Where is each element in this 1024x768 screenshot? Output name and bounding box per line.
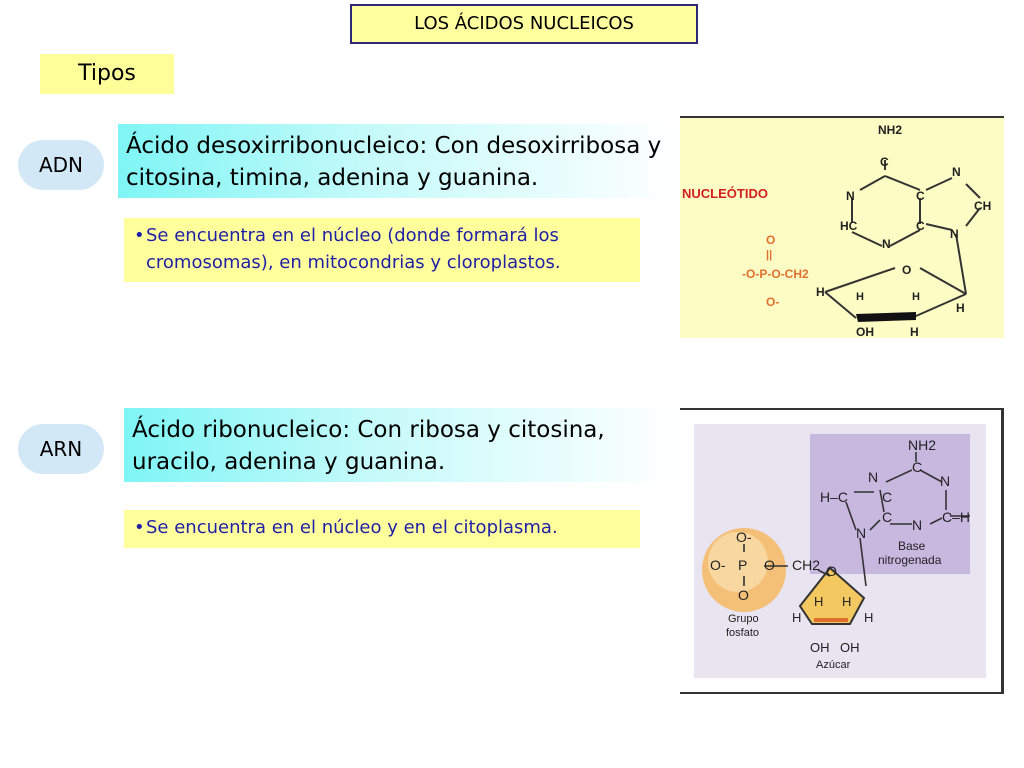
atom-h: H [912,291,920,303]
atom-c: C [880,155,889,169]
section-label-tipos: Tipos [40,54,174,94]
atom-oh: OH [840,640,860,655]
atom-h: H [842,594,851,609]
atom-o: O [902,263,911,277]
label-arn: ARN [18,424,104,474]
atom-n: N [952,165,961,179]
atom-o-minus: O- [766,295,779,309]
atom-h: H [816,285,825,299]
page-title: LOS ÁCIDOS NUCLEICOS [350,4,698,44]
atom-c: C [916,219,925,233]
atom-oh: OH [856,325,874,338]
figure-nucleotide-rna: NH2 C N N H–C C C–H C N N Base nitrogena… [680,408,1004,694]
atom-n: N [846,189,855,203]
atom-nh2: NH2 [908,437,936,453]
atom-h: H [864,610,873,625]
nucleotide-diagram: NUCLEÓTIDO NH2 C N C N CH HC C N N O O |… [682,123,991,339]
atom-o: O [764,557,775,573]
atom-o-minus: O- [736,529,752,545]
label-adn: ADN [18,140,104,190]
atom-h: H [910,325,919,338]
phosphate-group: -O-P-O-CH2 [742,267,809,281]
note-adn: • Se encuentra en el núcleo (donde forma… [124,218,640,282]
atom-o: O [738,587,749,603]
atom-n: N [950,227,959,241]
atom-c: C [912,459,922,475]
atom-ch: C–H [942,509,970,525]
atom-o: O [826,563,837,579]
atom-ch2: CH2 [792,557,820,573]
note-arn-text: Se encuentra en el núcleo y en el citopl… [146,517,558,538]
atom-nh2: NH2 [878,123,902,137]
atom-h: H [814,594,823,609]
figure-nucleotide-dna: NUCLEÓTIDO NH2 C N C N CH HC C N N O O |… [680,116,1004,339]
atom-c: C [916,189,925,203]
nucleotide-caption: NUCLEÓTIDO [682,186,768,201]
double-bond-mark: || [766,249,772,261]
note-adn-text: Se encuentra en el núcleo (donde formará… [146,225,561,273]
atom-n: N [912,517,922,533]
base-label-line1: Base [898,539,926,553]
atom-h: H [856,291,864,303]
phosphate-label-line2: fosfato [726,627,759,639]
atom-c: C [882,509,892,525]
atom-h: H [956,301,965,315]
bullet-icon: • [134,225,145,246]
atom-o-top: O [766,233,775,247]
definition-adn: Ácido desoxirribonucleico: Con desoxirri… [118,124,678,198]
phosphate-label-line1: Grupo [728,613,759,625]
atom-hc: H–C [820,489,848,505]
sugar-label: Azúcar [816,659,851,671]
atom-o-minus: O- [710,557,726,573]
note-arn: • Se encuentra en el núcleo y en el cito… [124,510,640,548]
base-label-line2: nitrogenada [878,553,942,567]
atom-n: N [882,237,891,251]
atom-ch: CH [974,199,991,213]
atom-n: N [856,525,866,541]
atom-p: P [738,557,747,573]
definition-arn: Ácido ribonucleico: Con ribosa y citosin… [124,408,678,482]
atom-oh: OH [810,640,830,655]
atom-n: N [868,469,878,485]
atom-hc: HC [840,219,858,233]
rna-nucleotide-diagram: NH2 C N N H–C C C–H C N N Base nitrogena… [694,424,986,678]
atom-h: H [792,610,801,625]
atom-n: N [940,473,950,489]
bullet-icon: • [134,517,145,538]
atom-c: C [882,489,892,505]
